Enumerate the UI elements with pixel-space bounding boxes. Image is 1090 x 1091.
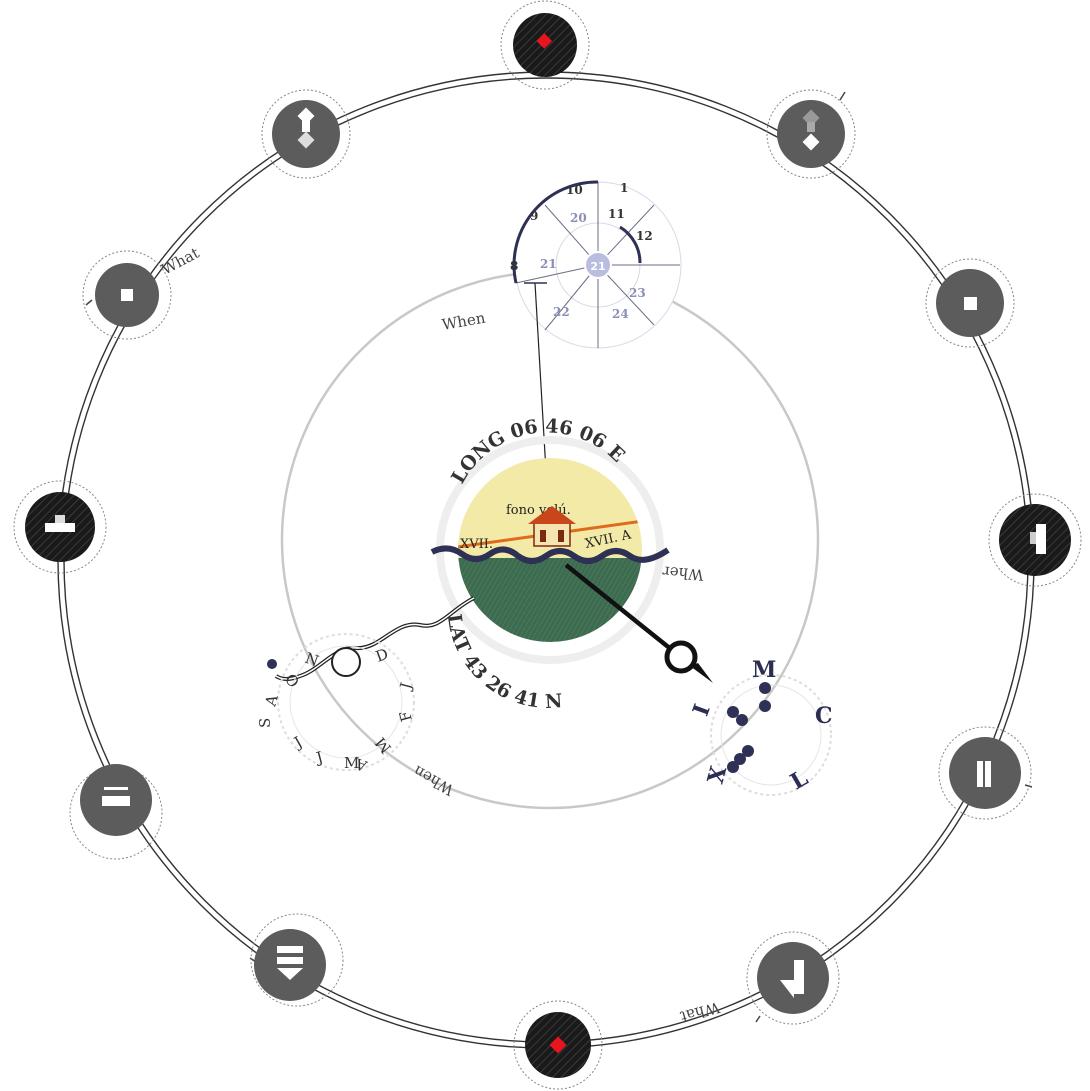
roman-m: M — [752, 657, 776, 683]
roman-i: I — [688, 701, 716, 720]
month-label-f: F — [396, 709, 416, 724]
month-label-m2: M — [371, 734, 395, 757]
top-right-node[interactable] — [767, 90, 855, 178]
dial-number-11: 11 — [608, 207, 625, 221]
dial-number-9: 9 — [530, 209, 538, 223]
top-left-node[interactable] — [262, 90, 350, 178]
bottom-left-node[interactable] — [251, 914, 343, 1006]
when-label-bottom: When — [410, 762, 457, 800]
month-label-j2: J — [312, 748, 324, 767]
bottom-node[interactable] — [514, 1001, 602, 1089]
dial-number-8: 8 — [510, 259, 518, 273]
what-label-left: What — [158, 244, 202, 279]
bottom-right-node[interactable] — [747, 932, 839, 1024]
year-dots — [727, 682, 771, 773]
dial-number-22: 22 — [553, 305, 570, 319]
month-label-j3: J — [396, 681, 415, 693]
top-node[interactable] — [501, 1, 589, 89]
dial-number-20: 20 — [570, 211, 587, 225]
left-node[interactable] — [14, 481, 106, 573]
dial-number-23: 23 — [629, 286, 646, 300]
dial-number-21: 21 — [540, 257, 557, 271]
right-upper-node[interactable] — [926, 259, 1014, 347]
month-label-a: A — [261, 693, 281, 709]
small-square-icon — [121, 289, 133, 301]
year-ring[interactable]: M C L X I — [688, 657, 833, 795]
dots-bar-icon — [102, 787, 130, 806]
right-lower-node[interactable] — [939, 727, 1031, 819]
dial-center: 21 — [590, 260, 605, 273]
what-label-bottom: What — [678, 998, 721, 1026]
month-ring[interactable]: S A J J M A M F J D N O — [256, 634, 416, 775]
right-node[interactable] — [989, 494, 1081, 586]
map-label-left: XVII. — [460, 537, 493, 552]
left-lower-node[interactable] — [70, 764, 162, 859]
dial-number-24: 24 — [612, 307, 629, 321]
roman-l: L — [786, 765, 812, 795]
clock-dial[interactable]: 8 9 10 1 11 12 20 21 22 23 24 21 — [510, 181, 681, 348]
month-label-d: D — [373, 645, 390, 666]
location-globe[interactable]: fono volú. XVII. XVII. A LONG 06 46 06 E… — [432, 415, 668, 713]
when-label-top: When — [441, 309, 487, 334]
dial-number-12: 12 — [636, 229, 653, 243]
dial-number-1: 1 — [620, 181, 628, 195]
month-label-s: S — [256, 718, 274, 728]
left-upper-node[interactable] — [83, 251, 171, 339]
dial-number-10: 10 — [566, 183, 583, 197]
small-square-icon — [964, 297, 977, 310]
roman-c: C — [815, 703, 833, 729]
